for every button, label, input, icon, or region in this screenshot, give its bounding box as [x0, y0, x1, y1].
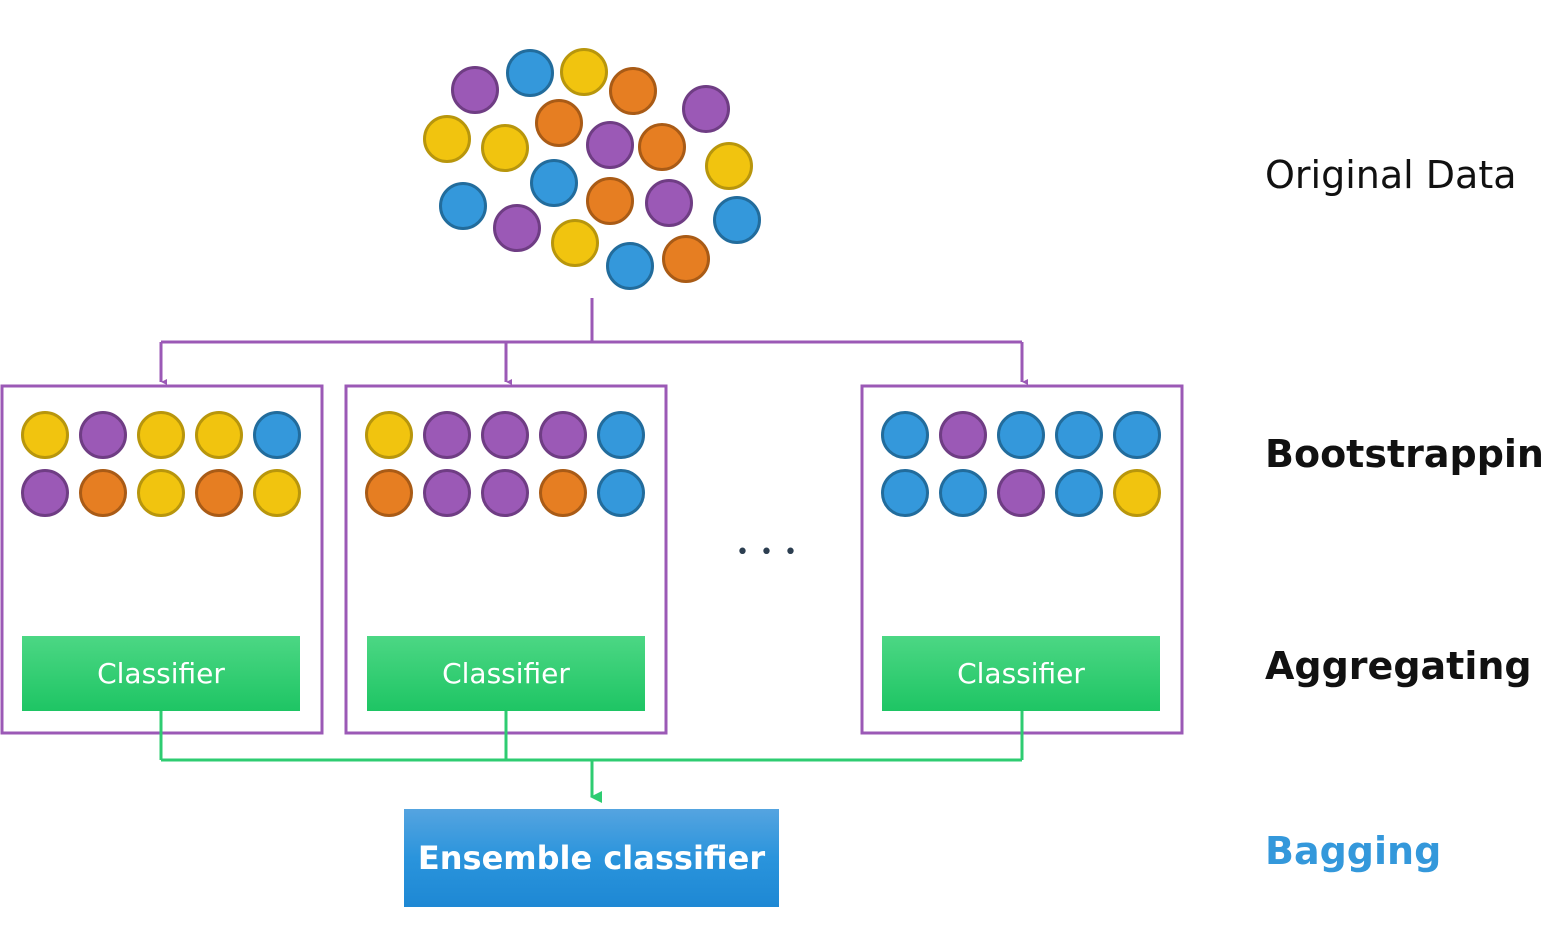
- purple-data-point: [423, 411, 471, 459]
- orange-data-point: [586, 177, 634, 225]
- ensemble-classifier: Ensemble classifier: [404, 809, 779, 907]
- purple-data-point: [481, 469, 529, 517]
- aggregate-connector: [159, 711, 1024, 803]
- classifier-2: Classifier: [367, 636, 645, 711]
- bootstrap-sample-2: [344, 384, 668, 735]
- blue-data-point: [881, 411, 929, 459]
- label-original-data: Original Data: [1265, 153, 1517, 197]
- yellow-data-point: [481, 124, 529, 172]
- purple-data-point: [79, 411, 127, 459]
- orange-data-point: [535, 99, 583, 147]
- orange-data-point: [365, 469, 413, 517]
- label-bootstrapping: Bootstrapping: [1265, 432, 1543, 476]
- blue-data-point: [939, 469, 987, 517]
- blue-data-point: [530, 159, 578, 207]
- purple-data-point: [21, 469, 69, 517]
- classifier-1: Classifier: [22, 636, 300, 711]
- yellow-data-point: [1113, 469, 1161, 517]
- blue-data-point: [597, 411, 645, 459]
- blue-data-point: [881, 469, 929, 517]
- blue-data-point: [1055, 411, 1103, 459]
- original-data-cloud: [423, 48, 761, 290]
- blue-data-point: [606, 242, 654, 290]
- blue-data-point: [713, 196, 761, 244]
- yellow-data-point: [195, 411, 243, 459]
- purple-data-point: [493, 204, 541, 252]
- yellow-data-point: [365, 411, 413, 459]
- bootstrap-sample-1: [0, 384, 324, 735]
- yellow-data-point: [423, 115, 471, 163]
- yellow-data-point: [137, 411, 185, 459]
- orange-data-point: [662, 235, 710, 283]
- purple-data-point: [682, 85, 730, 133]
- purple-data-point: [586, 121, 634, 169]
- blue-data-point: [997, 411, 1045, 459]
- purple-data-point: [451, 66, 499, 114]
- label-bagging: Bagging: [1265, 829, 1442, 873]
- split-connector: [159, 298, 1022, 382]
- orange-data-point: [539, 469, 587, 517]
- purple-data-point: [481, 411, 529, 459]
- classifier-3: Classifier: [882, 636, 1160, 711]
- label-aggregating: Aggregating: [1265, 644, 1532, 688]
- blue-data-point: [439, 182, 487, 230]
- orange-data-point: [609, 67, 657, 115]
- bootstrap-sample-3: [860, 384, 1184, 735]
- blue-data-point: [506, 49, 554, 97]
- yellow-data-point: [21, 411, 69, 459]
- yellow-data-point: [253, 469, 301, 517]
- yellow-data-point: [560, 48, 608, 96]
- blue-data-point: [253, 411, 301, 459]
- orange-data-point: [195, 469, 243, 517]
- purple-data-point: [423, 469, 471, 517]
- ellipsis: • • •: [736, 540, 799, 565]
- purple-data-point: [939, 411, 987, 459]
- purple-data-point: [997, 469, 1045, 517]
- purple-data-point: [539, 411, 587, 459]
- purple-data-point: [645, 179, 693, 227]
- blue-data-point: [1055, 469, 1103, 517]
- orange-data-point: [79, 469, 127, 517]
- yellow-data-point: [137, 469, 185, 517]
- yellow-data-point: [551, 219, 599, 267]
- yellow-data-point: [705, 142, 753, 190]
- orange-data-point: [638, 123, 686, 171]
- blue-data-point: [597, 469, 645, 517]
- blue-data-point: [1113, 411, 1161, 459]
